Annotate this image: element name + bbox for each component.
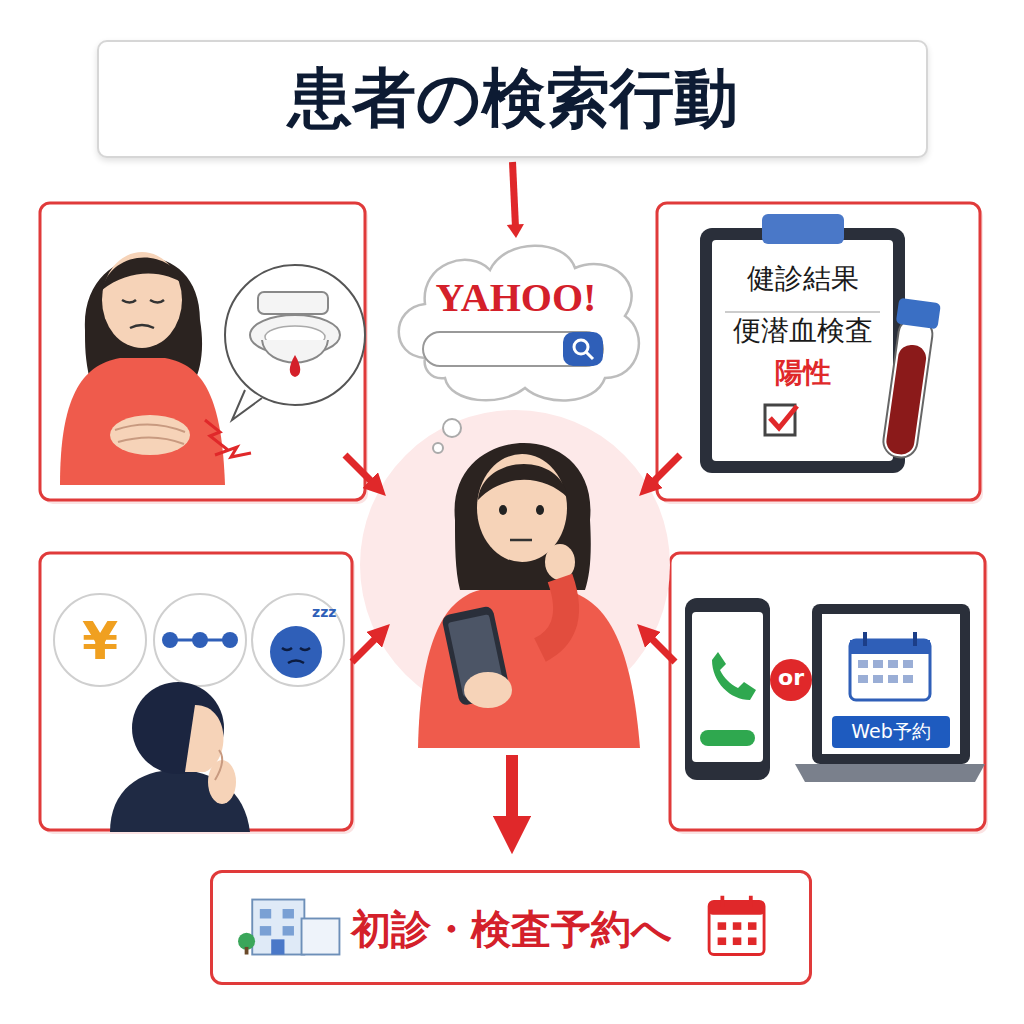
node-box: ¥ bbox=[60, 600, 140, 680]
node-box: or bbox=[770, 659, 812, 701]
phone bbox=[685, 598, 770, 780]
node-text: 健診結果 bbox=[712, 262, 893, 296]
node-text: 便潜血検査 bbox=[712, 314, 893, 348]
node-text: YAHOO! bbox=[385, 274, 647, 322]
node-box: Web予約 bbox=[832, 716, 950, 748]
woman-pain bbox=[60, 252, 365, 485]
node-box: 初診・検査予約へ bbox=[210, 870, 812, 985]
node-text: 患者の検索行動 bbox=[99, 60, 926, 137]
laptop bbox=[795, 604, 985, 782]
concern-icons bbox=[54, 594, 344, 686]
panel bbox=[40, 203, 365, 500]
node-text: Web予約 bbox=[832, 720, 950, 743]
node-box: 健診結果便潜血検査陽性 bbox=[712, 252, 893, 392]
node-box: 患者の検索行動 bbox=[97, 40, 928, 158]
man-thinking bbox=[110, 682, 250, 832]
test-tube bbox=[877, 298, 941, 460]
flow-arrow bbox=[345, 455, 680, 835]
sleep-label: zzz bbox=[312, 604, 336, 620]
node-text: ¥ bbox=[60, 610, 140, 672]
node-text: 初診・検査予約へ bbox=[213, 905, 809, 953]
node-text: or bbox=[770, 665, 812, 691]
thought-cloud bbox=[385, 238, 647, 408]
node-box: YAHOO! bbox=[385, 238, 647, 408]
panel bbox=[670, 553, 985, 830]
node-text: 陽性 bbox=[712, 356, 893, 390]
clipboard bbox=[700, 214, 905, 473]
woman-searching bbox=[418, 419, 640, 748]
panel bbox=[657, 203, 980, 500]
flow-arrow bbox=[507, 162, 524, 238]
